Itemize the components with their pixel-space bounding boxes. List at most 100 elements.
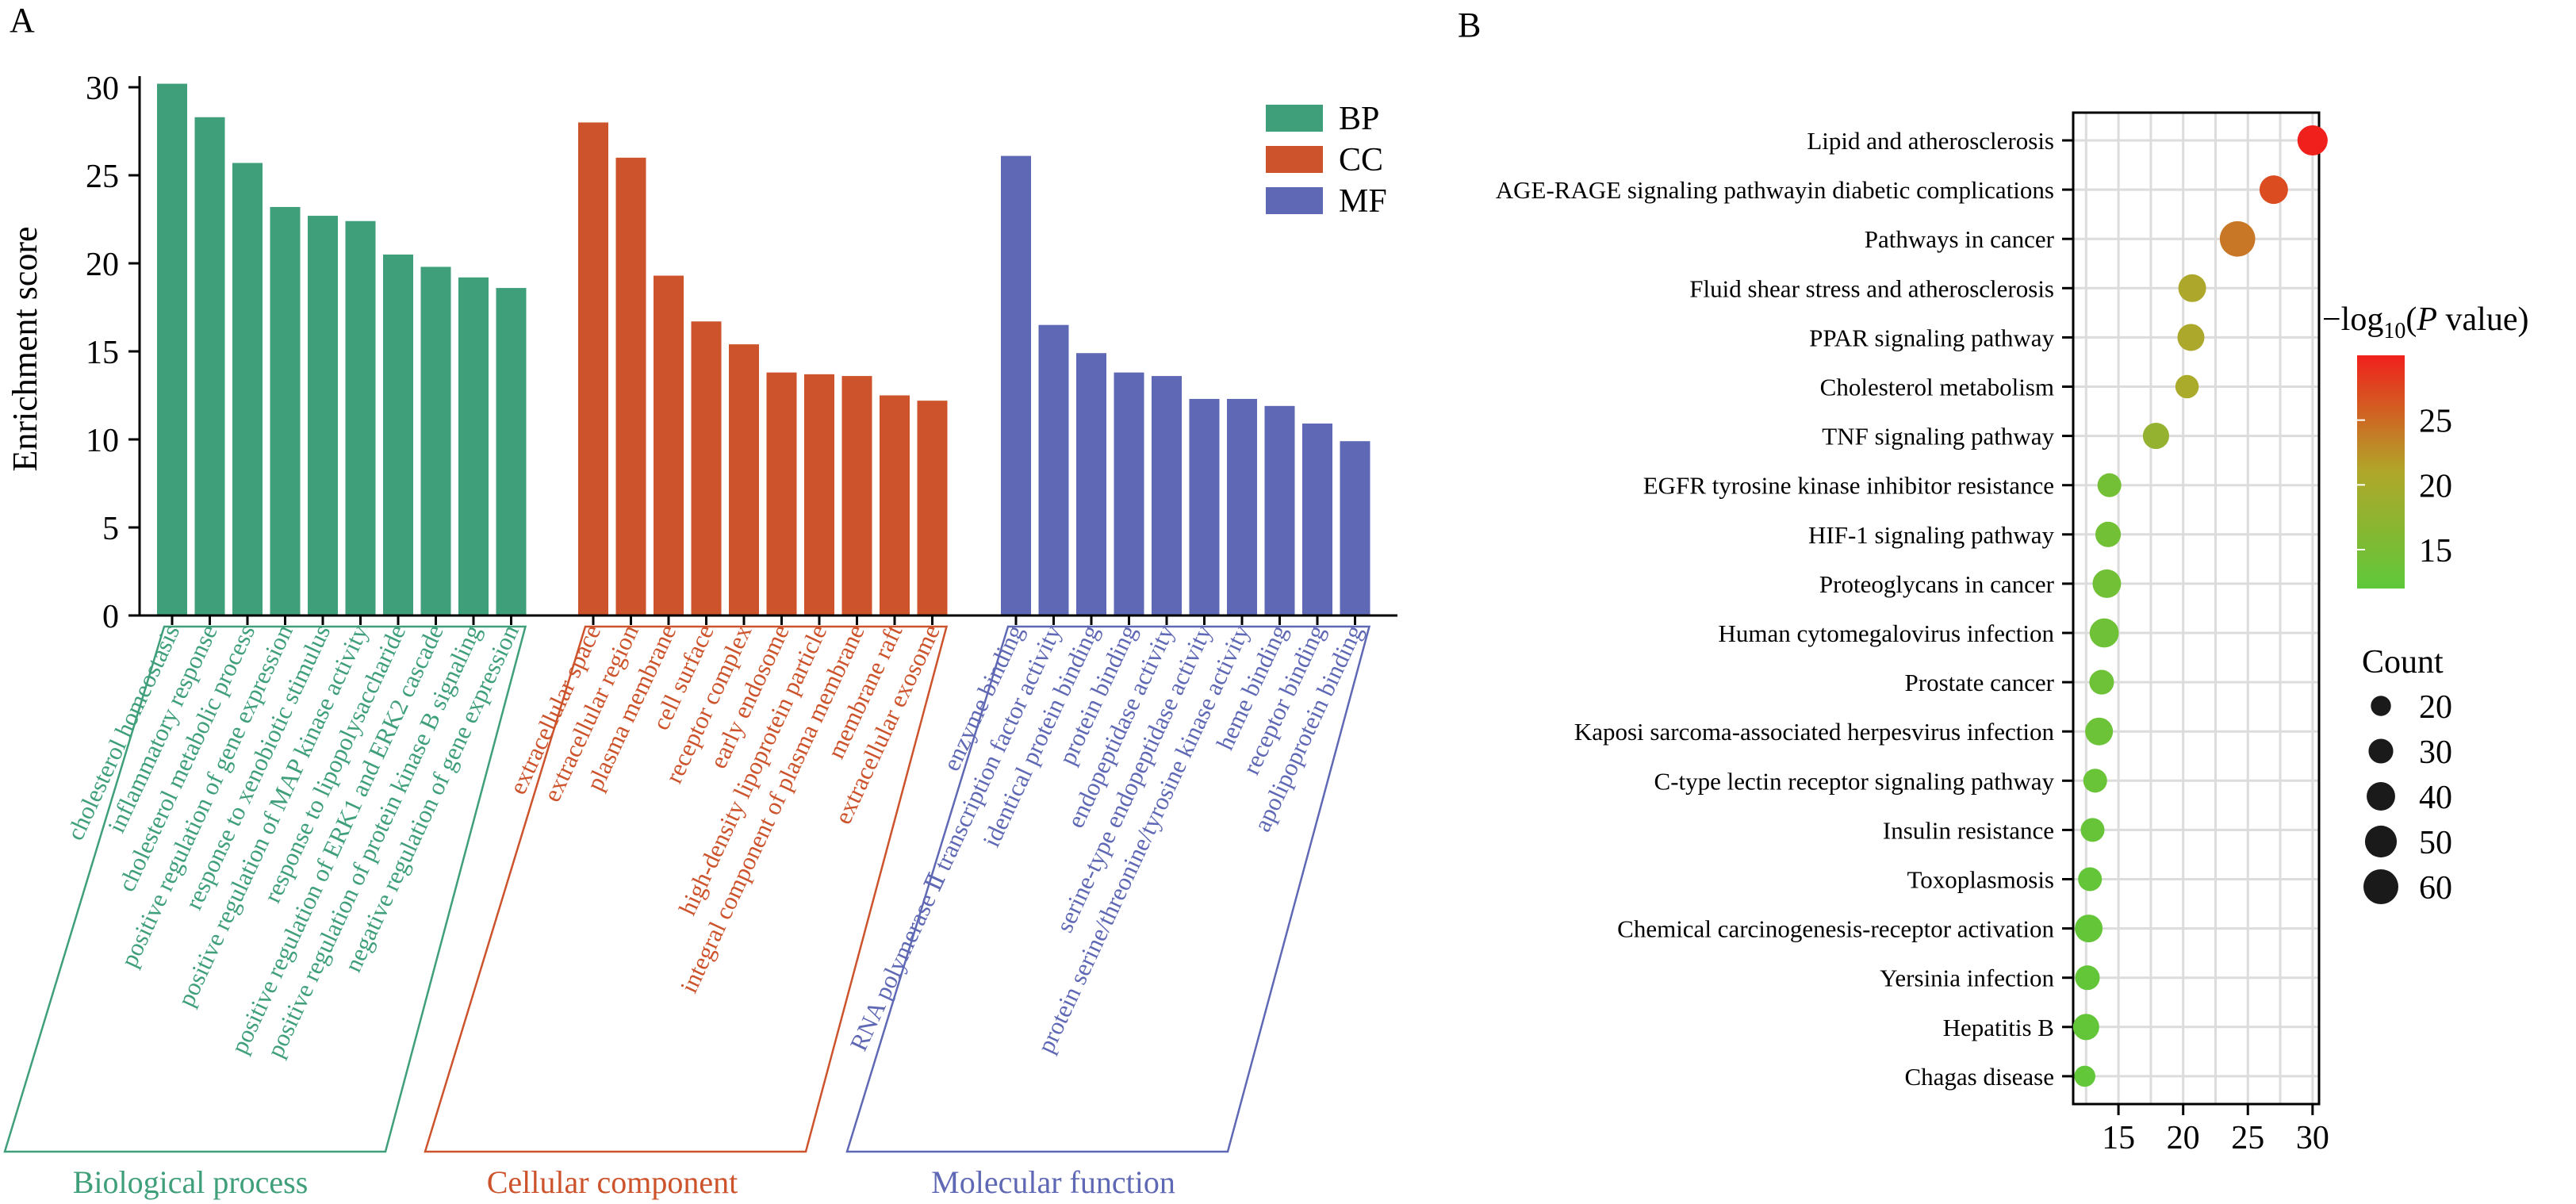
bar-mf [1227,398,1257,615]
y-tick-label: Chemical carcinogenesis-receptor activat… [1617,915,2054,943]
y-tick-label: Cholesterol metabolism [1820,374,2054,401]
legend-swatch-bp [1266,105,1323,132]
colorbar-title-open: ( [2405,301,2417,338]
y-tick-label: Insulin resistance [1883,816,2054,844]
y-tick-label: Fluid shear stress and atherosclerosis [1689,274,2054,302]
x-tick-label: 20 [2167,1120,2200,1156]
y-tick-label: Lipid and atherosclerosis [1807,127,2054,155]
panel-b-label: B [1458,6,1481,44]
legend-label: MF [1339,183,1387,220]
plot-frame [2072,111,2321,1106]
size-legend-dot [2364,825,2398,858]
colorbar-title-suffix: value) [2437,301,2528,338]
group-bracket-bp [3,625,527,1153]
colorbar-gradient [2357,355,2405,589]
panel-a-label: A [10,1,35,40]
y-tick-label: Pathways in cancer [1865,225,2055,253]
bar-mf [1038,324,1069,615]
size-legend-label: 20 [2419,689,2452,726]
scatter-point [2089,669,2114,695]
bar-cc [880,395,910,615]
bar-mf [1264,405,1295,615]
y-tick-label: Proteoglycans in cancer [1819,570,2055,598]
bar-mf [1340,441,1370,615]
size-legend-dot [2371,696,2391,716]
scatter-point [2097,473,2122,497]
y-tick-label: Chagas disease [1904,1063,2054,1091]
y-tick-label: HIF-1 signaling pathway [1808,521,2054,549]
legend-swatch-mf [1266,187,1323,214]
x-tick-label: 25 [2231,1120,2264,1156]
bar-cc [917,401,948,615]
y-axis-label: Enrichment score [6,226,44,471]
scatter-point [2095,521,2122,547]
x-tick-label: 15 [2102,1120,2135,1156]
y-tick-label: PPAR signaling pathway [1809,324,2054,351]
legend-label: BP [1339,101,1379,137]
bar-mf [1189,398,1220,615]
bar-cc [654,275,684,615]
y-tick-label: 5 [102,511,119,547]
bar-bp [420,266,451,615]
scatter-point [2259,175,2288,205]
bar-mf [1152,376,1182,615]
scatter-point [2092,569,2122,598]
scatter-points [2072,125,2328,1087]
y-tick-label: Human cytomegalovirus infection [1718,619,2054,647]
y-tick-label: 0 [102,599,119,635]
scatter-point [2074,1065,2096,1087]
y-tick-label: C-type lectin receptor signaling pathway [1654,767,2055,795]
colorbar-title-prefix: −log [2322,301,2383,338]
group-bracket-mf [845,625,1371,1153]
scatter-point [2085,717,2114,746]
group-name: Molecular function [931,1164,1175,1200]
y-tick-label: Kaposi sarcoma-associated herpesvirus in… [1574,718,2055,746]
y-tick-label: 10 [86,423,119,459]
size-legend-dot [2368,738,2394,764]
size-legend-label: 50 [2419,825,2452,861]
scatter-point [2080,818,2105,842]
size-legend-dot [2363,868,2399,905]
scatter-point [2075,915,2103,943]
scatter-point [2075,965,2100,991]
bar-bp [232,163,263,615]
legend: BP CC MF [1266,101,1387,220]
scatter-point [2177,324,2205,351]
legend-label: CC [1339,142,1383,178]
group-name: Cellular component [487,1164,738,1200]
colorbar-tick-label: 20 [2419,468,2452,504]
bar-mf [1001,155,1031,615]
grid [2073,113,2319,1104]
scatter-point [2175,374,2199,399]
bar-cc [691,321,722,615]
bar-mf [1114,372,1144,615]
scatter-point [2297,125,2328,156]
bar-bp [308,216,338,615]
colorbar-title-sub: 10 [2383,319,2405,343]
bar-cc [729,344,759,615]
y-tick-label: AGE-RAGE signaling pathwayin diabetic co… [1496,176,2054,204]
size-legend-label: 60 [2419,870,2452,907]
colorbar-tick-label: 15 [2419,533,2452,569]
scatter-point [2178,274,2206,302]
size-legend-label: 30 [2419,734,2452,771]
bar-bp [194,117,225,616]
bar-bp [157,83,187,615]
scatter-point [2142,423,2169,450]
y-tick-label: 25 [86,159,119,195]
scatter-point [2083,769,2107,793]
scatter-point [2089,618,2119,648]
y-tick-label: Yersinia infection [1880,964,2054,992]
scatter-point [2219,220,2256,257]
scatter-point [2078,867,2103,891]
bar-mf [1302,424,1332,615]
bar-cc [615,157,646,616]
bar-bp [270,206,301,616]
